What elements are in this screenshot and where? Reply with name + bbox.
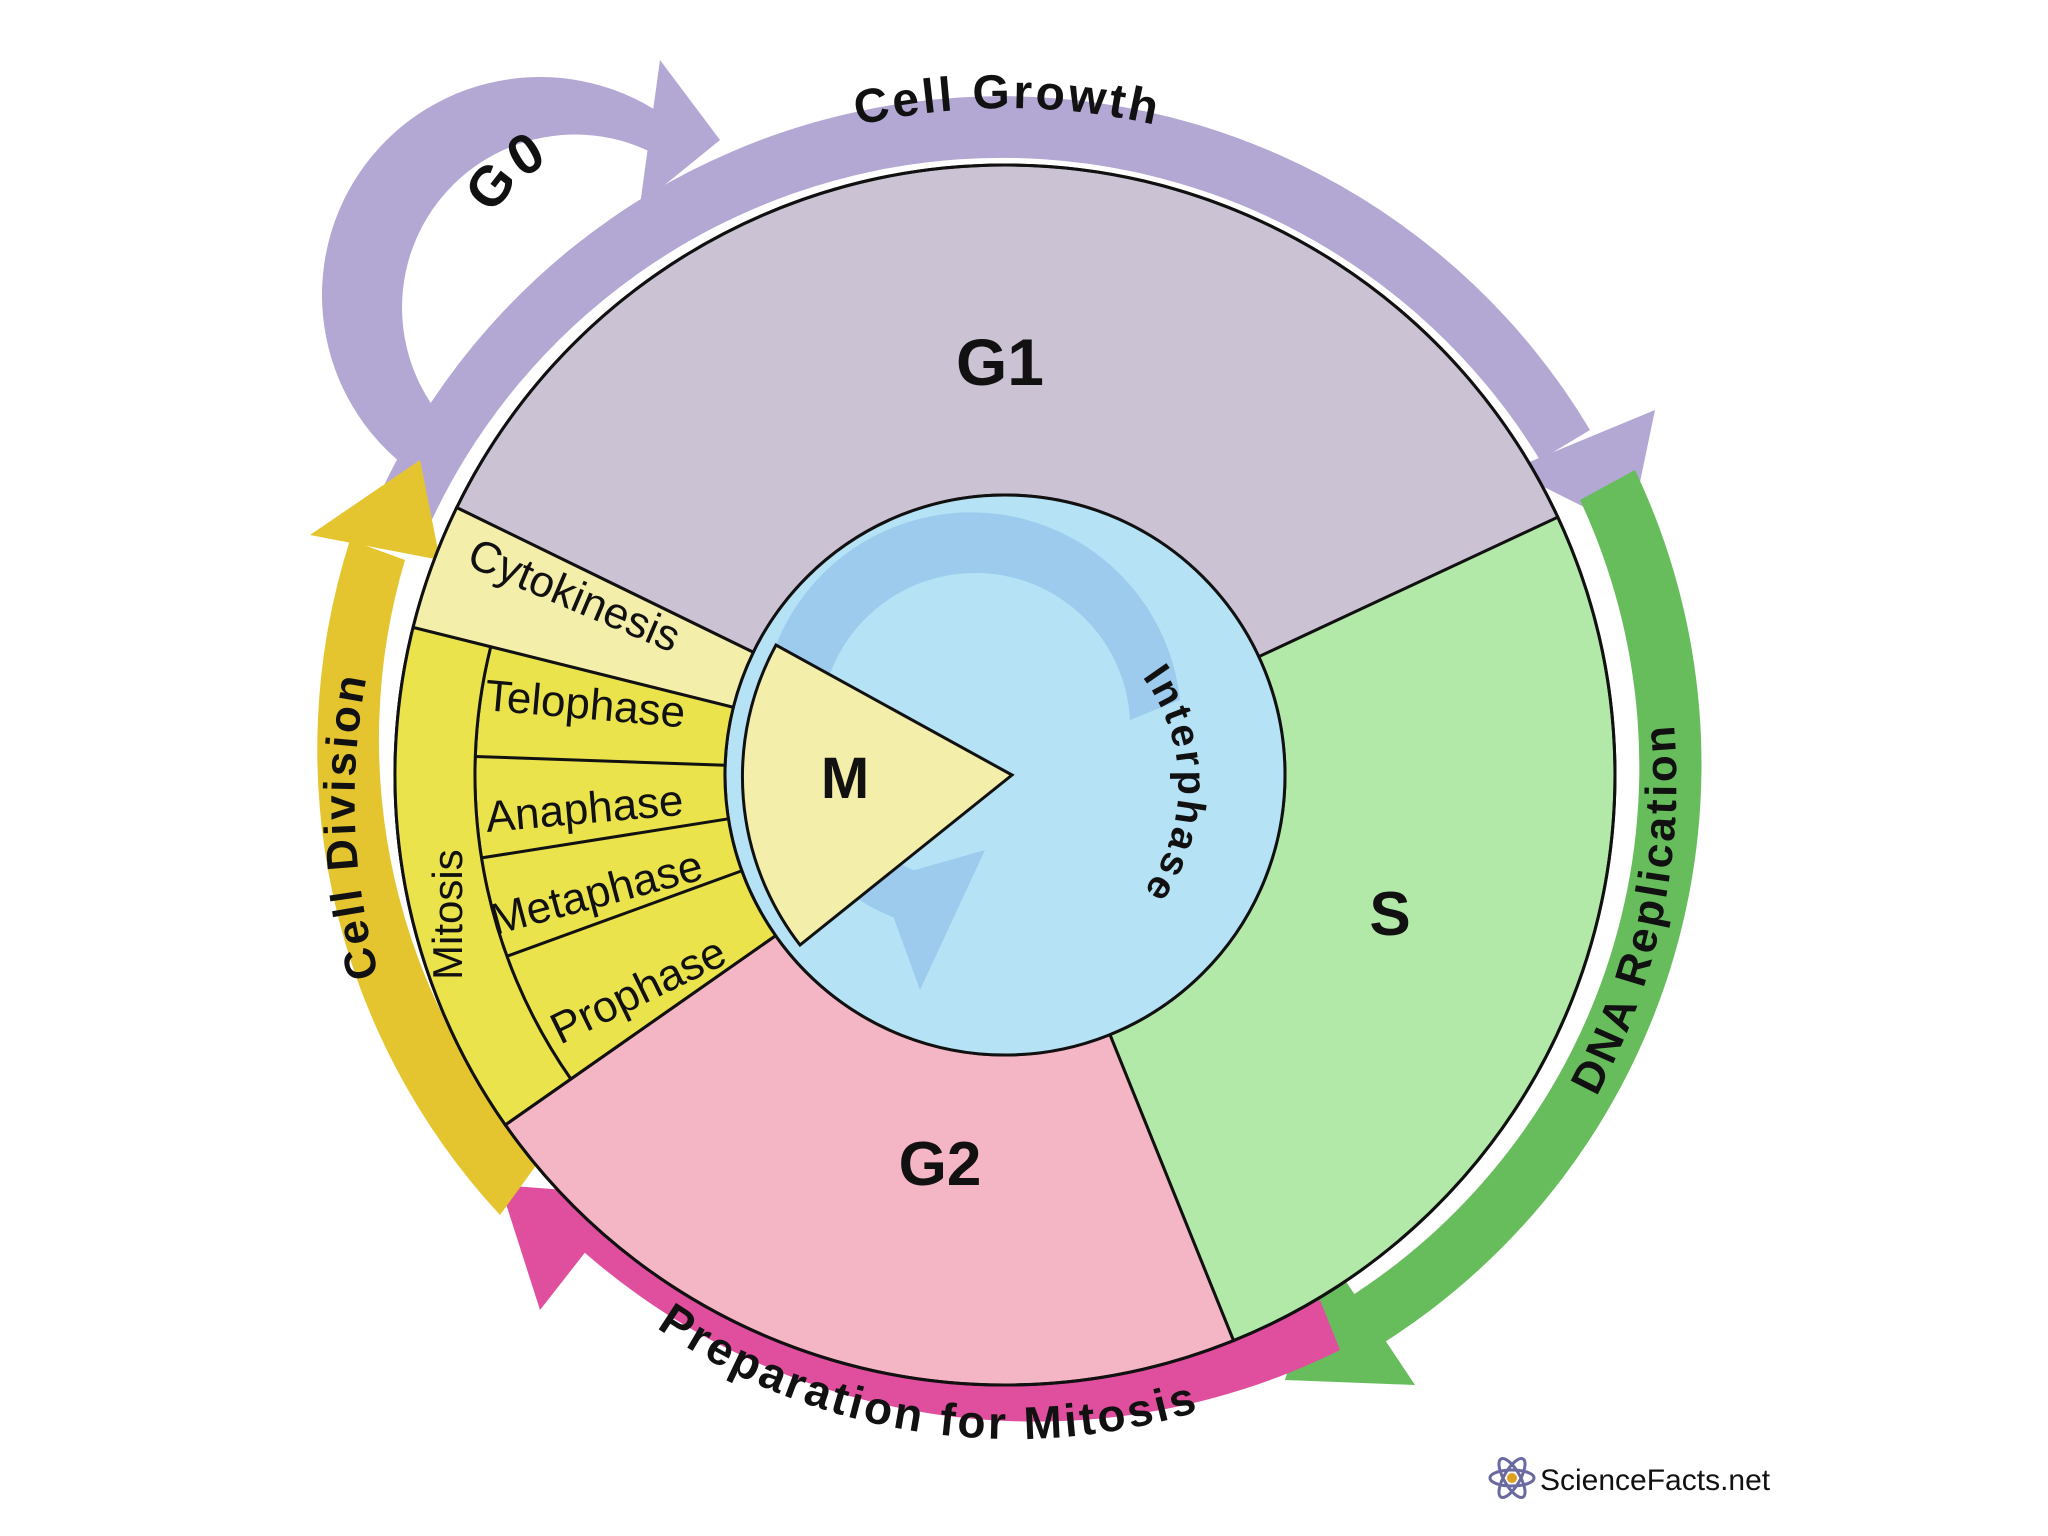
cytokinesis-sector xyxy=(411,505,756,710)
m-phase-wedge xyxy=(740,642,1015,948)
interphase-arrow xyxy=(761,512,1180,930)
g1-label: G1 xyxy=(956,325,1044,399)
mitosis-divider xyxy=(475,755,726,767)
mitosis-divider xyxy=(481,817,729,860)
g2-label: G2 xyxy=(899,1130,982,1199)
mitosis-divider xyxy=(506,869,743,958)
g0-loop-arrow xyxy=(321,76,680,471)
s-label: S xyxy=(1369,880,1410,949)
m-label: M xyxy=(821,746,869,811)
g0-loop-arrowhead xyxy=(640,60,720,205)
watermark-text: ScienceFacts.net xyxy=(1540,1464,1771,1497)
interphase-arrowhead xyxy=(880,850,985,990)
atom-icon xyxy=(1488,1457,1536,1499)
sciencefacts-logo: ScienceFacts.net xyxy=(1488,1457,1771,1499)
mitosis-label: Mitosis xyxy=(424,849,471,980)
dna-replication-arrow-band xyxy=(1345,470,1702,1345)
cell-division-arrow-band xyxy=(317,540,540,1215)
cell-division-arrowhead xyxy=(310,460,440,560)
cell-growth-arrow-band xyxy=(375,96,1590,536)
